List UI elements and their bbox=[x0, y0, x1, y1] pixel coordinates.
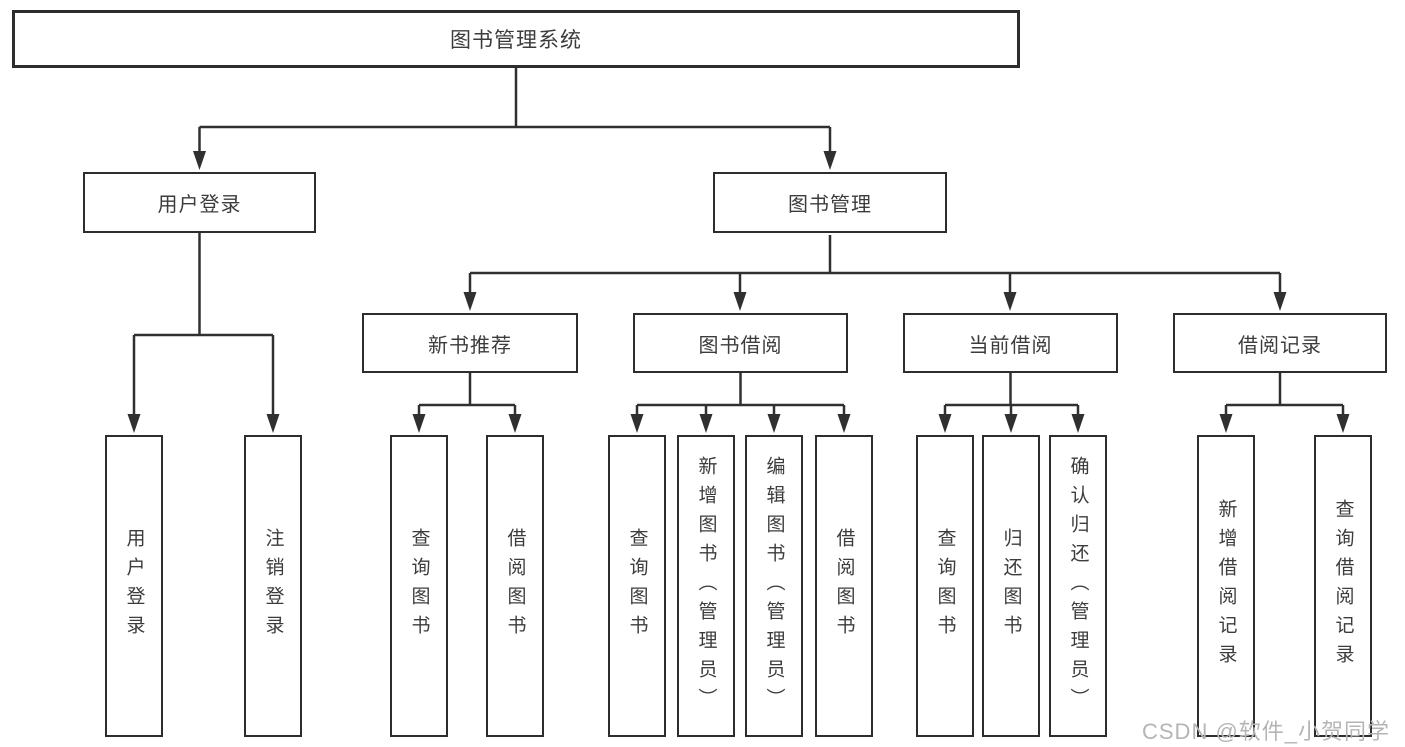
node-root: 图书管理系统 bbox=[12, 10, 1020, 68]
edge-current-borrow-fork bbox=[943, 373, 1080, 416]
leaf-label: 借阅图书 bbox=[833, 528, 855, 644]
node-current-borrow-label: 当前借阅 bbox=[968, 334, 1053, 357]
node-leaf-borrow-book-2: 借阅图书 bbox=[815, 435, 873, 737]
node-leaf-edit-book: 编辑图书（管理员） bbox=[745, 435, 803, 737]
arrow-down-icon bbox=[733, 292, 747, 311]
node-user-login: 用户登录 bbox=[83, 172, 316, 233]
arrow-down-icon bbox=[699, 414, 713, 433]
leaf-label: 借阅图书 bbox=[504, 528, 526, 644]
node-leaf-query-borrow-record: 查询借阅记录 bbox=[1314, 435, 1372, 737]
arrow-down-icon bbox=[266, 414, 280, 433]
edge-root-level2 bbox=[198, 68, 832, 152]
node-leaf-query-book-2: 查询图书 bbox=[608, 435, 666, 737]
node-new-book-recommend-label: 新书推荐 bbox=[428, 334, 512, 357]
leaf-label: 查询图书 bbox=[934, 528, 956, 644]
leaf-label: 查询借阅记录 bbox=[1332, 499, 1354, 673]
node-book-borrow: 图书借阅 bbox=[633, 313, 848, 373]
arrow-down-icon bbox=[412, 414, 426, 433]
node-leaf-borrow-book-1: 借阅图书 bbox=[486, 435, 544, 737]
edge-book-management-fork bbox=[468, 235, 1282, 294]
leaf-label: 归还图书 bbox=[1000, 528, 1022, 644]
arrow-down-icon bbox=[463, 292, 477, 311]
node-book-borrow-label: 图书借阅 bbox=[698, 334, 783, 357]
arrow-down-icon bbox=[1336, 414, 1350, 433]
leaf-label: 注销登录 bbox=[262, 528, 284, 644]
node-leaf-confirm-return: 确认归还（管理员） bbox=[1049, 435, 1107, 737]
arrow-down-icon bbox=[1004, 414, 1018, 433]
node-root-label: 图书管理系统 bbox=[450, 29, 582, 52]
leaf-label: 新增借阅记录 bbox=[1215, 499, 1237, 673]
node-book-management: 图书管理 bbox=[713, 172, 947, 233]
arrow-down-icon bbox=[1071, 414, 1085, 433]
arrow-down-icon bbox=[127, 414, 141, 433]
node-borrow-records-label: 借阅记录 bbox=[1238, 334, 1322, 357]
leaf-label: 用户登录 bbox=[123, 528, 145, 644]
arrow-down-icon bbox=[823, 151, 837, 170]
arrow-down-icon bbox=[938, 414, 952, 433]
leaf-label: 新增图书（管理员） bbox=[695, 455, 717, 717]
edge-new-book-recommend-fork bbox=[417, 373, 517, 416]
node-book-management-label: 图书管理 bbox=[788, 194, 872, 216]
arrow-down-icon bbox=[837, 414, 851, 433]
arrow-down-icon bbox=[193, 151, 206, 170]
edge-borrow-records-fork bbox=[1224, 373, 1345, 416]
arrow-down-icon bbox=[1219, 414, 1233, 433]
arrow-down-icon bbox=[767, 414, 781, 433]
node-leaf-add-borrow-record: 新增借阅记录 bbox=[1197, 435, 1255, 737]
csdn-watermark: CSDN @软件_小贺同学 bbox=[1142, 719, 1391, 744]
node-new-book-recommend: 新书推荐 bbox=[362, 313, 578, 373]
arrow-down-icon bbox=[508, 414, 522, 433]
node-leaf-query-book-3: 查询图书 bbox=[916, 435, 974, 737]
leaf-label: 查询图书 bbox=[626, 528, 648, 644]
arrow-down-icon bbox=[1273, 292, 1287, 311]
leaf-label: 查询图书 bbox=[408, 528, 430, 644]
arrow-down-icon bbox=[630, 414, 644, 433]
node-current-borrow: 当前借阅 bbox=[903, 313, 1118, 373]
arrow-down-icon bbox=[1003, 292, 1017, 311]
node-borrow-records: 借阅记录 bbox=[1173, 313, 1387, 373]
node-leaf-add-book: 新增图书（管理员） bbox=[677, 435, 735, 737]
leaf-label: 编辑图书（管理员） bbox=[763, 455, 785, 717]
edge-user-login-fork bbox=[132, 233, 275, 416]
node-leaf-user-login: 用户登录 bbox=[105, 435, 163, 737]
edge-book-borrow-fork bbox=[635, 373, 846, 416]
node-leaf-return-book: 归还图书 bbox=[982, 435, 1040, 737]
node-leaf-logout: 注销登录 bbox=[244, 435, 302, 737]
node-leaf-query-book-1: 查询图书 bbox=[390, 435, 448, 737]
node-user-login-label: 用户登录 bbox=[157, 194, 242, 216]
leaf-label: 确认归还（管理员） bbox=[1067, 455, 1089, 717]
